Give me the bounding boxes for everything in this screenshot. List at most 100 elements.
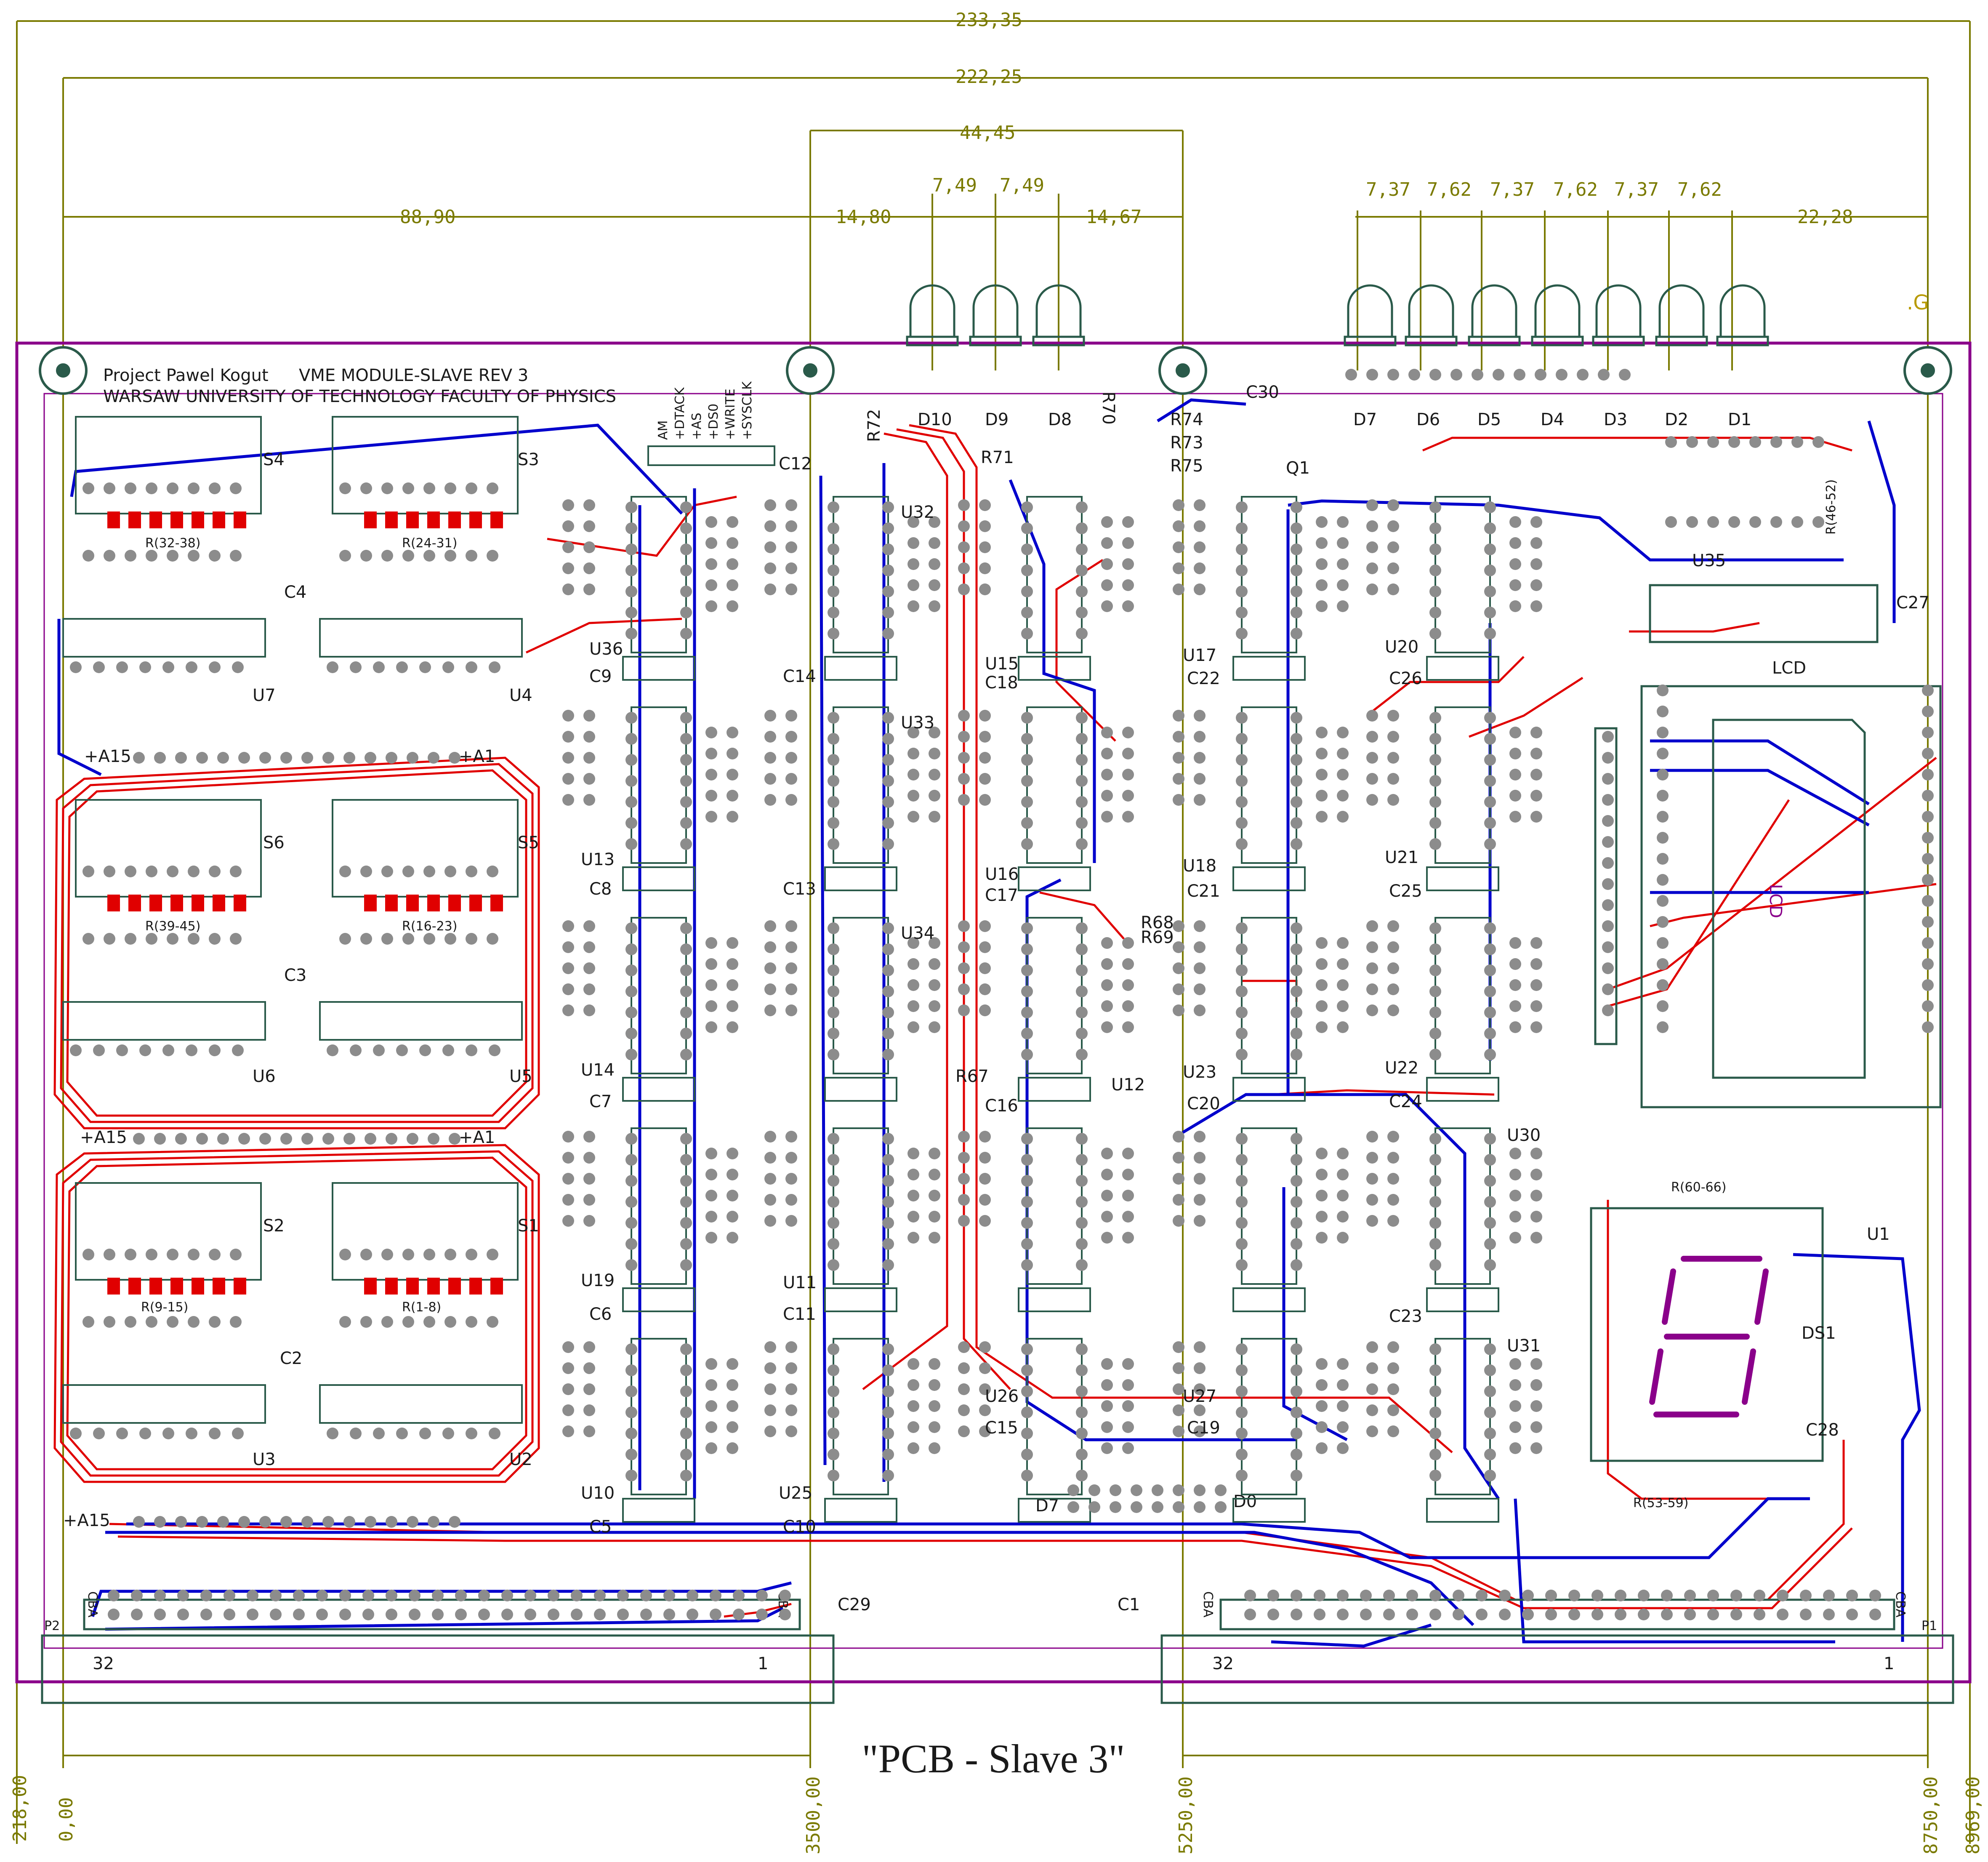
- resistor-array-0: R(32-38): [145, 536, 200, 551]
- cap-c1: C1: [1118, 1595, 1140, 1614]
- resistor-r72: R72: [865, 409, 884, 442]
- svg-text:CBA: CBA: [85, 1591, 100, 1618]
- p1-pin1: 1: [1884, 1654, 1894, 1673]
- cap-c8: C8: [589, 879, 612, 899]
- cap-c18: C18: [985, 673, 1018, 693]
- cap-c17: C17: [985, 886, 1018, 905]
- p1-pin32: 32: [1212, 1654, 1234, 1673]
- ic-u25: U25: [779, 1484, 812, 1503]
- resistor-array-6: R(46-52): [1824, 479, 1839, 535]
- led-d8: D8: [1048, 410, 1072, 429]
- cap-c15: C15: [985, 1418, 1018, 1438]
- ic-u21: U21: [1385, 848, 1418, 867]
- ic-u20: U20: [1385, 637, 1418, 657]
- cap-c20: C20: [1187, 1094, 1220, 1113]
- ic-u17: U17: [1183, 646, 1216, 665]
- svg-text:+WRITE: +WRITE: [723, 389, 738, 440]
- ic-u10: U10: [581, 1484, 615, 1503]
- ic-u22: U22: [1385, 1058, 1418, 1078]
- ic-u23: U23: [1183, 1063, 1216, 1082]
- ic-u16: U16: [985, 865, 1019, 884]
- board-outline: [15, 341, 1972, 1684]
- seven-segment-display: DS1: [1590, 1207, 1836, 1462]
- dim-led-4: 7,37: [1614, 179, 1659, 200]
- ic-u31: U31: [1507, 1336, 1541, 1356]
- dim-led-2: 7,37: [1490, 179, 1535, 200]
- svg-text:CBA: CBA: [1893, 1591, 1908, 1618]
- coord-2: 3500,00: [803, 1777, 824, 1854]
- dim-mid-a: 7,49: [932, 175, 977, 196]
- cap-c12: C12: [779, 454, 812, 474]
- cap-c22: C22: [1187, 669, 1220, 688]
- cap-c11: C11: [783, 1305, 816, 1324]
- ic-u27: U27: [1183, 1387, 1216, 1406]
- ic-u26: U26: [985, 1387, 1019, 1406]
- resistor-r69: R69: [1141, 928, 1174, 947]
- dim-led-1: 7,62: [1427, 179, 1472, 200]
- lcd-label: LCD: [1772, 658, 1806, 678]
- led-d2: D2: [1665, 410, 1688, 429]
- svg-text:+AS: +AS: [689, 413, 704, 440]
- svg-text:+DTACK: +DTACK: [673, 387, 687, 440]
- svg-text:AM: AM: [656, 421, 671, 440]
- resistor-array-5: R(1-8): [402, 1300, 441, 1315]
- switch-s5: S5: [518, 833, 539, 852]
- mounting-holes: [39, 346, 1952, 395]
- cap-c13: C13: [783, 879, 816, 899]
- ic-u4: U4: [509, 686, 532, 705]
- ic-u30: U30: [1507, 1126, 1541, 1145]
- ic-u15: U15: [985, 654, 1019, 674]
- led-d10: D10: [918, 410, 952, 429]
- svg-text:+A15: +A15: [80, 1128, 127, 1147]
- cap-c7: C7: [589, 1092, 612, 1111]
- cap-c10: C10: [783, 1517, 816, 1537]
- vme-connectors: [41, 1598, 1954, 1704]
- dim-mid-b: 7,49: [1000, 175, 1044, 196]
- dim-led-5: 7,62: [1677, 179, 1722, 200]
- leds: [906, 284, 1769, 346]
- resistor-r71: R71: [981, 448, 1014, 467]
- ic-u35: U35: [1692, 551, 1726, 570]
- svg-text:CBA: CBA: [1200, 1591, 1215, 1618]
- cap-c9: C9: [589, 667, 612, 686]
- dim-center: 44,45: [960, 122, 1015, 144]
- svg-text:+SYSCLK: +SYSCLK: [740, 381, 755, 440]
- ic-u34: U34: [901, 924, 934, 943]
- svg-text:+A15: +A15: [63, 1511, 110, 1530]
- vme-signal-header: AM +DTACK +AS +DS0 +WRITE +SYSCLK: [647, 381, 775, 466]
- cap-c4: C4: [284, 583, 306, 602]
- ic-u1: U1: [1867, 1225, 1890, 1244]
- resistor-array-3: R(16-23): [402, 919, 457, 934]
- ic-u14: U14: [581, 1060, 615, 1080]
- bottom-coordinates: 218,00 0,00 3500,00 5250,00 8750,00 8969…: [9, 1775, 1984, 1854]
- switch-s4: S4: [263, 450, 285, 469]
- switch-s3: S3: [518, 450, 539, 469]
- dim-overall: 233,35: [955, 9, 1022, 31]
- p2-pin32: 32: [93, 1654, 114, 1673]
- switch-s6: S6: [263, 833, 285, 852]
- caption: "PCB - Slave 3": [862, 1736, 1125, 1781]
- resistor-r73: R73: [1170, 433, 1203, 453]
- coord-5: 8969,00: [1962, 1777, 1984, 1854]
- dim-left: 88,90: [400, 206, 455, 228]
- cap-c3: C3: [284, 966, 306, 985]
- ic-u6: U6: [253, 1067, 276, 1086]
- svg-text:+A1: +A1: [459, 1128, 495, 1147]
- switch-s2: S2: [263, 1216, 285, 1236]
- svg-text:+A15: +A15: [84, 747, 131, 766]
- svg-text:+DS0: +DS0: [706, 404, 721, 440]
- resistor-r68: R68: [1141, 913, 1174, 932]
- coord-4: 8750,00: [1920, 1777, 1942, 1854]
- dim-right: 22,28: [1797, 206, 1853, 228]
- resistor-r74: R74: [1170, 410, 1203, 429]
- project-title: VME MODULE-SLAVE REV 3: [299, 366, 528, 385]
- cap-c24: C24: [1389, 1092, 1422, 1111]
- cap-c5: C5: [589, 1517, 612, 1537]
- cap-c14: C14: [783, 667, 816, 686]
- connector-labels: P2 P1 32 1 32 1 CBA CBA CBA CBA: [44, 1591, 1937, 1673]
- dim-inner: 222,25: [955, 66, 1022, 88]
- led-d4: D4: [1541, 410, 1564, 429]
- ic-u36: U36: [589, 639, 623, 659]
- led-d7: D7: [1353, 410, 1377, 429]
